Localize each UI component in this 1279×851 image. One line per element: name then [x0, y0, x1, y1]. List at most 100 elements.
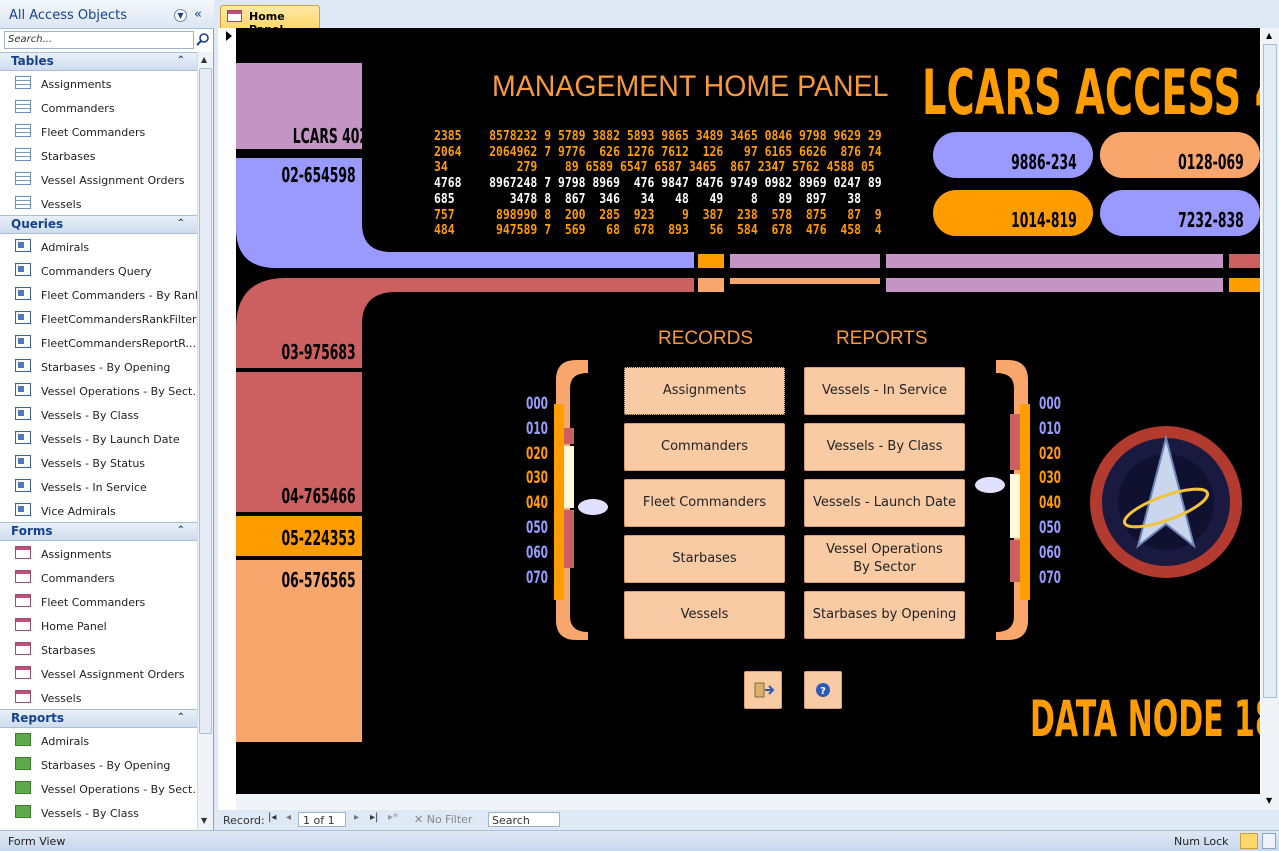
collapse-pane-icon[interactable]: «: [194, 7, 202, 22]
report-vessels-in-service-button[interactable]: Vessels - In Service: [804, 367, 965, 415]
record-search-input[interactable]: Search: [488, 812, 560, 827]
scale-label-text: 020: [526, 443, 549, 464]
form-icon: [15, 546, 31, 559]
number-row: 2064 2064962 7 9776 626 1276 7612 126 97…: [434, 144, 882, 160]
nav-item[interactable]: Admirals: [0, 234, 197, 258]
navigation-pane-title[interactable]: All Access Objects: [9, 8, 127, 23]
navigation-pane-header[interactable]: All Access Objects ▼ «: [0, 0, 214, 29]
nav-item[interactable]: Starbases - By Opening: [0, 752, 197, 776]
report-icon: [15, 757, 31, 770]
nav-item[interactable]: Assignments: [0, 541, 197, 565]
nav-item-label: Vessels: [41, 692, 82, 705]
report-starbases-by-opening-button[interactable]: Starbases by Opening: [804, 591, 965, 639]
nav-item[interactable]: FleetCommandersRankFilter: [0, 306, 197, 330]
pill-3: 1014-819: [1011, 208, 1077, 232]
nav-item[interactable]: Starbases: [0, 637, 197, 661]
record-position-field[interactable]: 1 of 1: [298, 812, 346, 827]
nav-item[interactable]: Assignments: [0, 71, 197, 95]
nav-item[interactable]: Vessels - By Launch Date: [0, 426, 197, 450]
nav-item[interactable]: Vessel Assignment Orders: [0, 167, 197, 191]
scroll-down-icon[interactable]: ▼: [1266, 796, 1273, 805]
next-record-icon[interactable]: ▸: [354, 812, 360, 823]
scrollbar-thumb[interactable]: [1263, 44, 1277, 698]
query-icon: [15, 431, 31, 444]
nav-item[interactable]: Vessel Assignment Orders: [0, 661, 197, 685]
scale-label-text: 010: [526, 418, 549, 439]
navigation-scrollbar[interactable]: ▲ ▼: [197, 52, 213, 830]
side-label-6: 06-576565: [281, 568, 356, 592]
collapse-group-icon[interactable]: ⌃: [176, 712, 185, 723]
report-vessel-operations-by-sector-button[interactable]: Vessel Operations By Sector: [804, 535, 965, 583]
exit-button[interactable]: [744, 671, 782, 709]
nav-item-label: Commanders: [41, 102, 115, 115]
nav-group-forms[interactable]: Forms⌃: [0, 522, 197, 541]
table-icon: [15, 124, 31, 137]
report-vessels-by-class-button[interactable]: Vessels - By Class: [804, 423, 965, 471]
nav-item[interactable]: Vice Admirals: [0, 498, 197, 522]
nav-item[interactable]: Fleet Commanders: [0, 589, 197, 613]
exit-icon: [754, 682, 775, 698]
collapse-group-icon[interactable]: ⌃: [176, 55, 185, 66]
chevron-down-icon[interactable]: ▼: [174, 9, 187, 22]
search-input[interactable]: Search...: [4, 31, 194, 49]
pill-2: 0128-069: [1178, 150, 1244, 174]
records-fleet-commanders-button[interactable]: Fleet Commanders: [624, 479, 785, 527]
scale-label: 050: [526, 518, 562, 538]
nav-item[interactable]: Vessels: [0, 191, 197, 215]
scroll-down-icon[interactable]: ▼: [201, 816, 208, 825]
nav-item[interactable]: Fleet Commanders: [0, 119, 197, 143]
nav-item[interactable]: Home Panel: [0, 613, 197, 637]
form-view-icon[interactable]: [1240, 833, 1258, 849]
nav-item[interactable]: Fleet Commanders - By Rank: [0, 282, 197, 306]
nav-item[interactable]: Vessels - By Class: [0, 800, 197, 824]
nav-item[interactable]: Commanders Query: [0, 258, 197, 282]
scroll-up-icon[interactable]: ▲: [1266, 31, 1273, 40]
nav-item[interactable]: Vessels: [0, 685, 197, 709]
nav-item-label: Vessels: [41, 198, 82, 211]
numlock-status: Num Lock: [1174, 835, 1229, 848]
nav-item-label: Starbases - By Opening: [41, 361, 171, 374]
nav-item[interactable]: Vessels - By Status: [0, 450, 197, 474]
nav-item[interactable]: Commanders: [0, 565, 197, 589]
nav-item[interactable]: Starbases - By Opening: [0, 354, 197, 378]
nav-item[interactable]: Admirals: [0, 728, 197, 752]
number-row: 685 3478 8 867 346 34 48 49 8 89 897 38: [434, 191, 862, 207]
records-starbases-button[interactable]: Starbases: [624, 535, 785, 583]
nav-group-reports[interactable]: Reports⌃: [0, 709, 197, 728]
scale-label: 000: [526, 394, 562, 414]
help-button[interactable]: ?: [804, 671, 842, 709]
form-icon: [15, 618, 31, 631]
previous-record-icon[interactable]: ◂: [286, 812, 292, 823]
records-vessels-button[interactable]: Vessels: [624, 591, 785, 639]
query-icon: [15, 263, 31, 276]
scroll-up-icon[interactable]: ▲: [201, 55, 208, 64]
nav-item[interactable]: Starbases: [0, 143, 197, 167]
nav-item-label: Fleet Commanders: [41, 126, 146, 139]
form-horizontal-scrollbar[interactable]: [236, 794, 1261, 810]
nav-item[interactable]: FleetCommandersReportR...: [0, 330, 197, 354]
nav-item[interactable]: Vessel Operations - By Sect...: [0, 776, 197, 800]
nav-group-label: Tables: [11, 54, 54, 68]
tab-home-panel[interactable]: Home Panel: [220, 5, 320, 36]
filter-status[interactable]: ✕ No Filter: [414, 813, 472, 826]
report-vessels-launch-date-button[interactable]: Vessels - Launch Date: [804, 479, 965, 527]
layout-view-icon[interactable]: [1262, 833, 1276, 849]
nav-item[interactable]: Commanders: [0, 95, 197, 119]
collapse-group-icon[interactable]: ⌃: [176, 525, 185, 536]
nav-item[interactable]: Vessels - In Service: [0, 474, 197, 498]
record-selector[interactable]: [218, 28, 236, 810]
nav-group-tables[interactable]: Tables ⌃: [0, 52, 197, 71]
records-assignments-button[interactable]: Assignments: [624, 367, 785, 415]
query-icon: [15, 287, 31, 300]
first-record-icon[interactable]: |◂: [268, 812, 277, 823]
nav-group-queries[interactable]: Queries⌃: [0, 215, 197, 234]
last-record-icon[interactable]: ▸|: [370, 812, 379, 823]
form-vertical-scrollbar[interactable]: ▲ ▼: [1261, 28, 1279, 810]
nav-item[interactable]: Vessel Operations - By Sect...: [0, 378, 197, 402]
records-commanders-button[interactable]: Commanders: [624, 423, 785, 471]
nav-item[interactable]: Vessels - By Class: [0, 402, 197, 426]
scrollbar-thumb[interactable]: [199, 68, 212, 734]
new-record-icon[interactable]: ▸*: [388, 812, 399, 823]
search-icon[interactable]: [196, 32, 210, 46]
collapse-group-icon[interactable]: ⌃: [176, 218, 185, 229]
